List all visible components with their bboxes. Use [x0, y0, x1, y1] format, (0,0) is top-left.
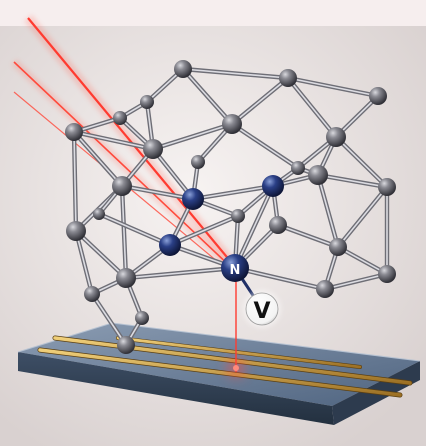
nitrogen-atom-label: N	[230, 263, 241, 278]
carbon-atom	[326, 127, 346, 147]
vacancy-label-text: V	[253, 299, 270, 324]
carbon-atom	[117, 336, 135, 354]
carbon-atom	[66, 221, 86, 241]
lattice-bond-highlight	[287, 77, 337, 138]
lattice-bond-highlight	[182, 68, 233, 125]
lattice-bond-highlight	[231, 77, 289, 125]
carbon-atom	[140, 95, 154, 109]
carbon-atom	[93, 208, 105, 220]
carbon-atom	[112, 176, 132, 196]
lattice-bond-highlight	[317, 174, 339, 248]
carbon-atom	[316, 280, 334, 298]
carbon-atom	[65, 123, 83, 141]
lattice-bond-highlight	[324, 273, 388, 290]
lattice-bond-highlight	[234, 267, 326, 290]
nitrogen-label-text: N	[230, 263, 241, 278]
lattice-bond-highlight	[75, 230, 127, 279]
lattice-bond-highlight	[317, 174, 388, 188]
top-strip	[0, 0, 426, 26]
nitrogen-atom	[159, 234, 181, 256]
carbon-atom	[369, 87, 387, 105]
carbon-atom	[174, 60, 192, 78]
vacancy-site: V	[243, 290, 281, 328]
carbon-atom	[222, 114, 242, 134]
lattice-bond-highlight	[182, 68, 289, 79]
carbon-atom	[143, 139, 163, 159]
lattice-bond-highlight	[125, 267, 236, 279]
nitrogen-atom	[221, 254, 249, 282]
lattice-bond-highlight	[277, 224, 339, 248]
lattice-bond-highlight	[337, 246, 388, 275]
carbon-atom	[231, 209, 245, 223]
carbon-atom	[378, 265, 396, 283]
lattice-bond-highlight	[234, 185, 274, 269]
lattice-bond-highlight	[73, 131, 77, 232]
lattice-bond-highlight	[75, 230, 93, 295]
lattice-bond-highlight	[152, 123, 233, 150]
lattice-bond-highlight	[287, 77, 379, 97]
lattice-bond-highlight	[91, 293, 127, 346]
carbon-atom	[113, 111, 127, 125]
carbon-atom	[116, 268, 136, 288]
lattice-bond-highlight	[231, 123, 299, 169]
lattice-bond-highlight	[121, 185, 194, 200]
lattice-bond-highlight	[98, 213, 171, 246]
lattice-bond-highlight	[73, 131, 123, 187]
carbon-atom	[291, 161, 305, 175]
nitrogen-atom	[182, 188, 204, 210]
carbon-atom	[279, 69, 297, 87]
carbon-atom	[329, 238, 347, 256]
carbon-atom	[378, 178, 396, 196]
carbon-atom	[308, 165, 328, 185]
carbon-atom	[269, 216, 287, 234]
lattice-bond-highlight	[121, 185, 127, 279]
carbon-atom	[135, 311, 149, 325]
carbon-atom	[84, 286, 100, 302]
lattice-bond-highlight	[169, 215, 239, 246]
lattice-bond-highlight	[337, 186, 388, 248]
nitrogen-atom	[262, 175, 284, 197]
carbon-atom	[191, 155, 205, 169]
lattice-bond-highlight	[335, 136, 388, 188]
lattice-bond-highlight	[192, 185, 274, 200]
lattice-bond-highlight	[73, 131, 154, 150]
diamond-lattice-atoms	[65, 60, 396, 354]
